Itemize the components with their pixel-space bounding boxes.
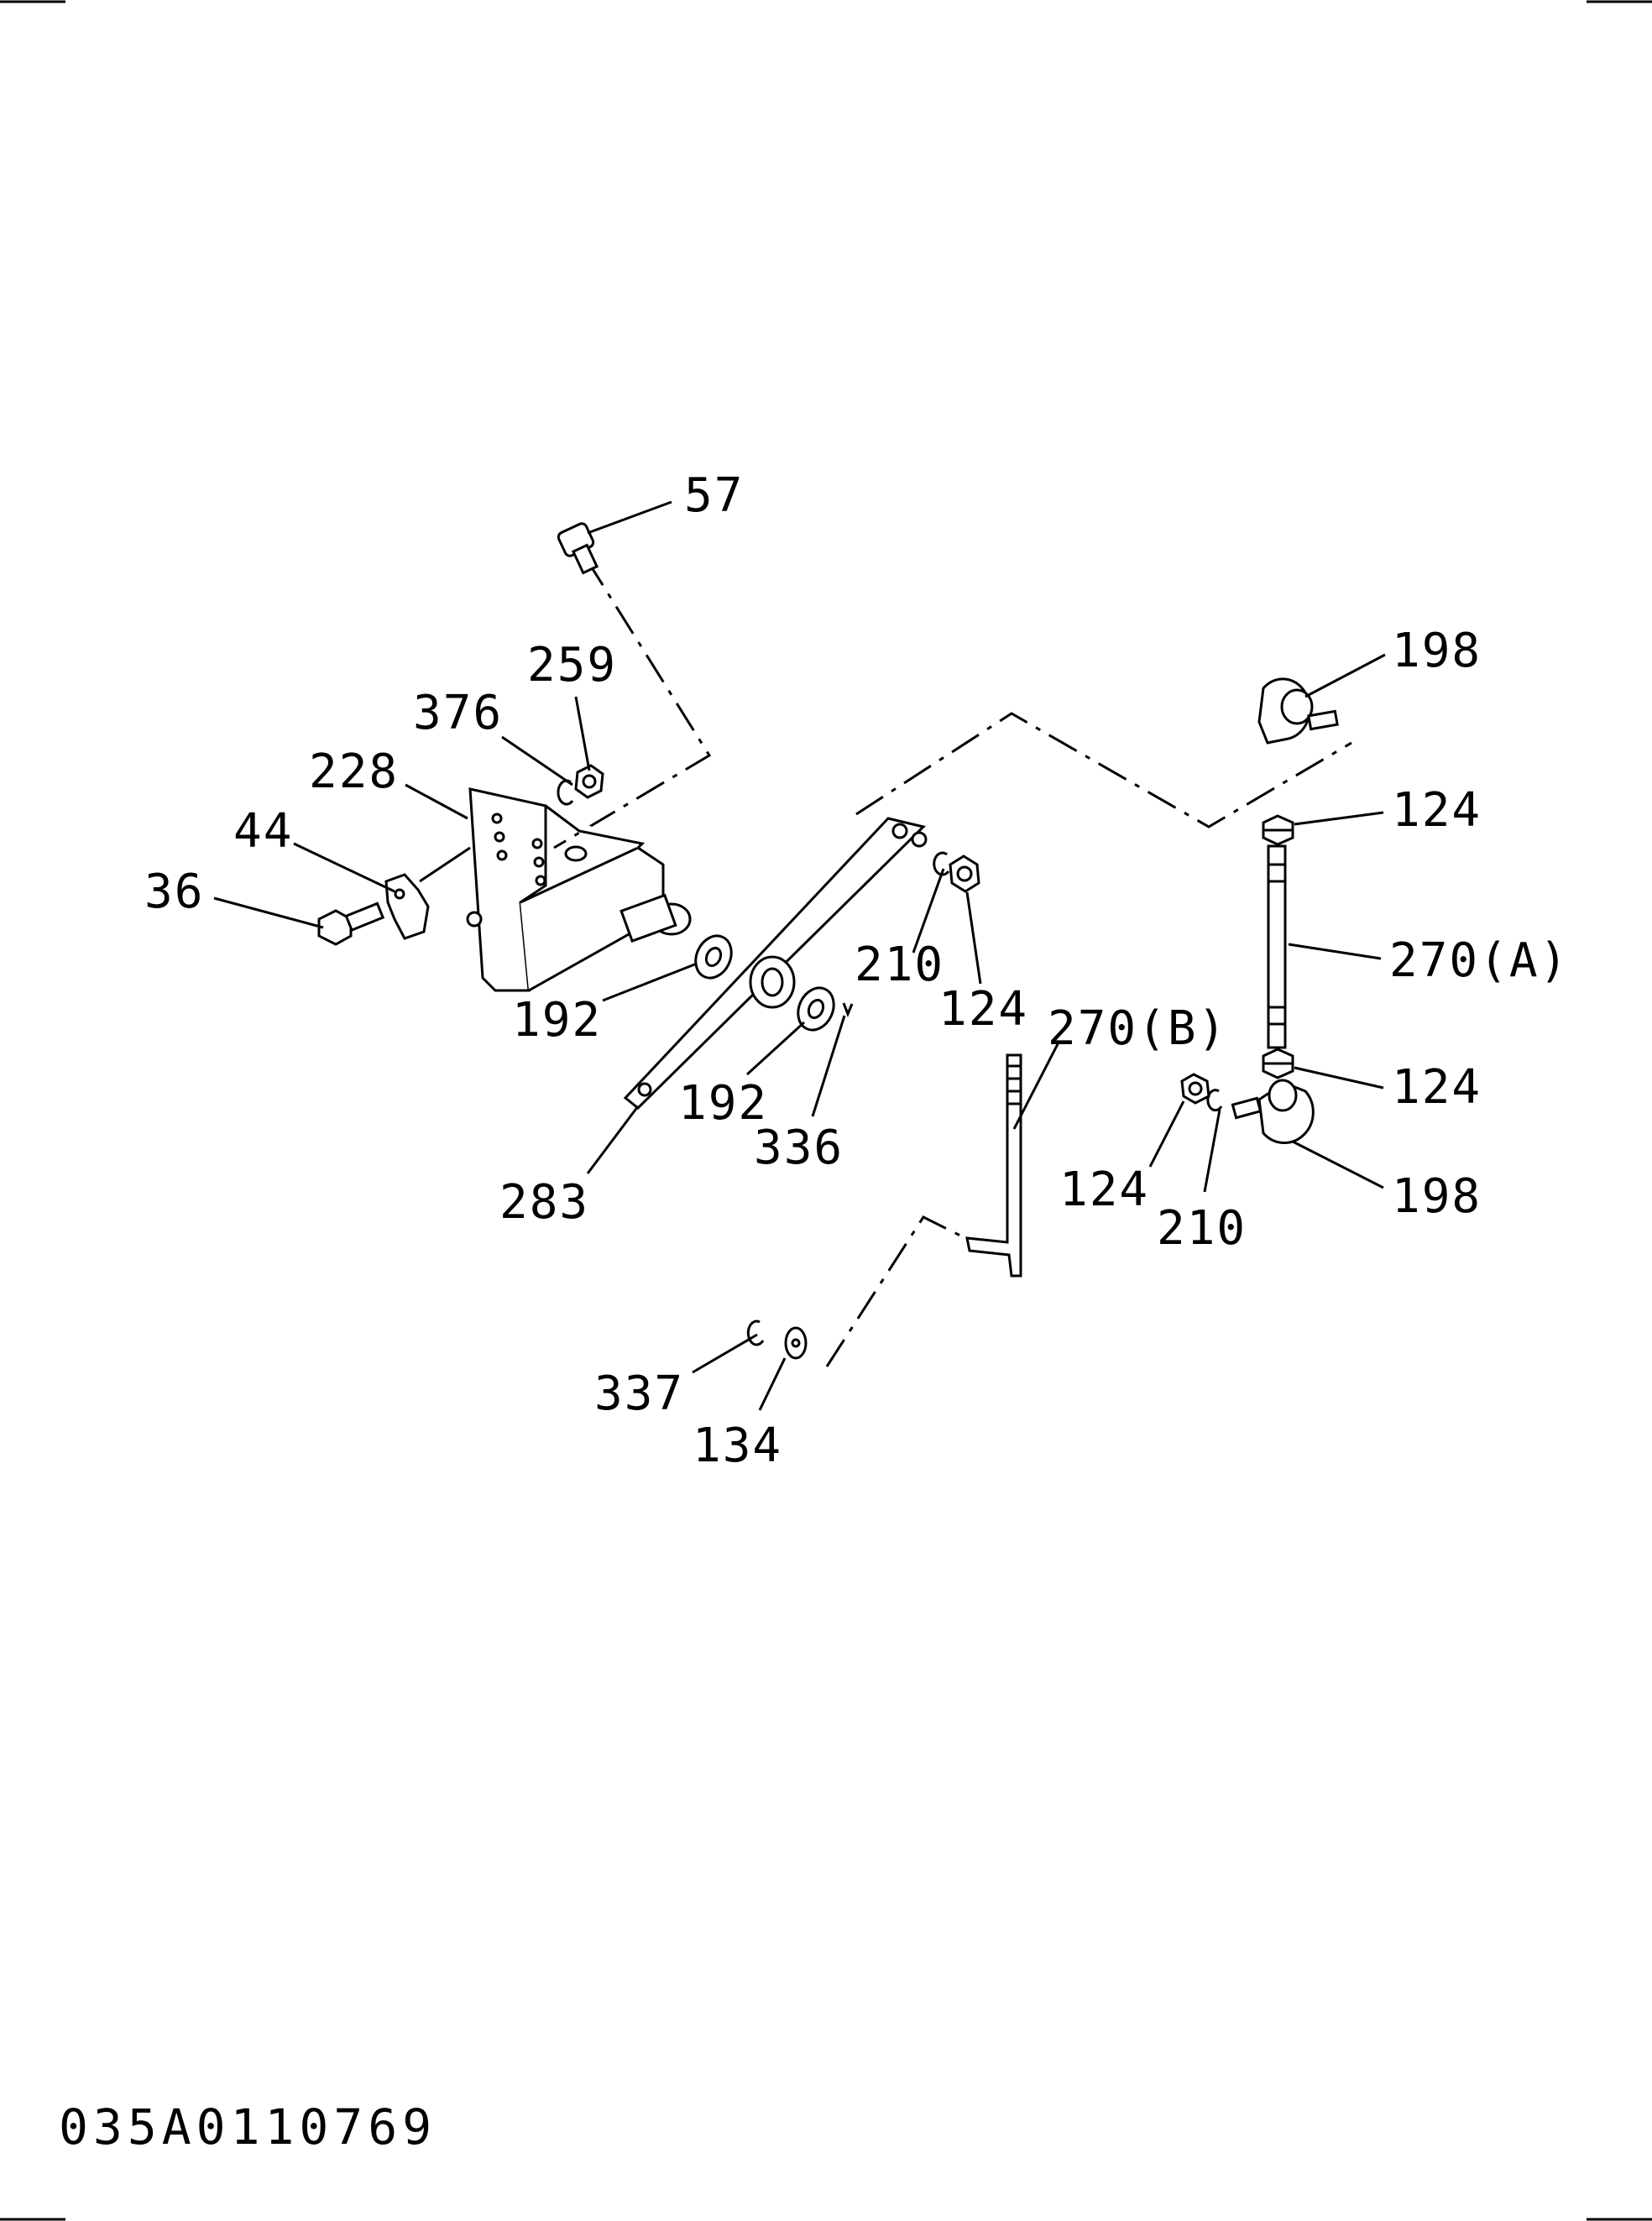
callout-124d: 124 [1059, 1163, 1150, 1217]
callout-36: 36 [144, 865, 205, 919]
bolt-36-icon [317, 901, 385, 946]
bracket-228-icon [466, 787, 692, 992]
assembly-lines [553, 557, 1352, 1367]
washer-134-icon [784, 1326, 808, 1360]
callout-134: 134 [693, 1419, 783, 1473]
washer-192a-icon [694, 934, 733, 980]
bushing-283-icon [749, 955, 796, 1009]
ball-joint-198b-icon [1231, 1079, 1315, 1144]
clip-44-icon [384, 873, 430, 940]
callout-336: 336 [754, 1121, 844, 1175]
ball-joint-198a-icon [1257, 677, 1339, 745]
diagram-code: 035A0110769 [59, 2098, 437, 2156]
callout-210b: 210 [1157, 1201, 1247, 1256]
callout-44: 44 [233, 804, 294, 859]
callout-198b: 198 [1392, 1169, 1482, 1224]
callout-124b: 124 [1392, 783, 1482, 838]
rod-270b-icon [965, 1053, 1022, 1278]
snap-ring-210b-icon [1206, 1089, 1223, 1112]
bolt-57-icon [557, 522, 599, 575]
rod-270a-icon [1267, 844, 1287, 1049]
callout-270b: 270(B) [1048, 1001, 1228, 1056]
washer-192b-icon [797, 986, 835, 1032]
nut-124c-icon [1262, 1048, 1294, 1079]
callout-228: 228 [309, 745, 400, 799]
callout-259: 259 [527, 638, 618, 692]
callout-270a: 270(A) [1389, 933, 1570, 988]
callout-192a: 192 [512, 993, 603, 1048]
callout-198a: 198 [1392, 624, 1482, 678]
callout-124a: 124 [938, 982, 1029, 1037]
snap-ring-337-icon [746, 1320, 765, 1346]
callout-192b: 192 [678, 1076, 769, 1131]
callout-337: 337 [594, 1367, 685, 1421]
nut-259-icon [574, 764, 604, 799]
snap-ring-210a-icon [933, 851, 950, 876]
pin-336-icon [842, 1002, 854, 1018]
nut-124b-icon [1262, 814, 1294, 846]
callout-283: 283 [499, 1175, 590, 1230]
callout-57: 57 [684, 468, 745, 523]
callout-124c: 124 [1392, 1060, 1482, 1115]
nut-124d-icon [1180, 1073, 1210, 1105]
callout-376: 376 [413, 686, 504, 740]
callout-210a: 210 [855, 938, 945, 992]
leader-lines [213, 500, 1386, 1411]
nut-124a-icon [949, 854, 980, 893]
